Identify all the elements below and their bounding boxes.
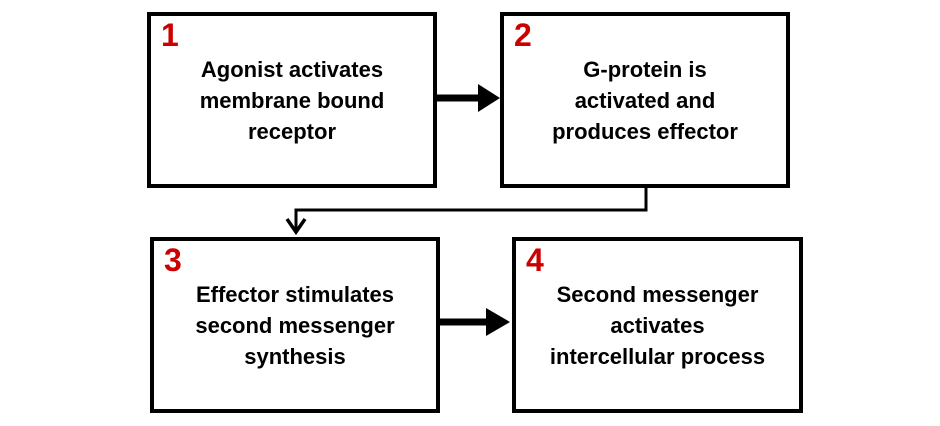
step-number-2: 2	[514, 17, 532, 53]
step-text-1: Agonist activates membrane bound recepto…	[199, 56, 385, 144]
step-box-2: 2 G-protein is activated and produces ef…	[500, 12, 790, 188]
step-text-2: G-protein is activated and produces effe…	[552, 56, 738, 144]
step-number-4: 4	[526, 242, 544, 278]
step-text-4: Second messenger activates intercellular…	[549, 281, 766, 369]
step-box-4: 4 Second messenger activates intercellul…	[512, 237, 803, 413]
arrow-step3-to-step4	[440, 308, 510, 336]
step-number-3: 3	[164, 242, 182, 278]
arrow-step2-to-step3	[285, 188, 648, 236]
step-box-1: 1 Agonist activates membrane bound recep…	[147, 12, 437, 188]
arrow-step1-to-step2	[437, 84, 500, 112]
step-number-1: 1	[161, 17, 179, 53]
step-box-3: 3 Effector stimulates second messenger s…	[150, 237, 440, 413]
step-text-3: Effector stimulates second messenger syn…	[195, 281, 395, 369]
